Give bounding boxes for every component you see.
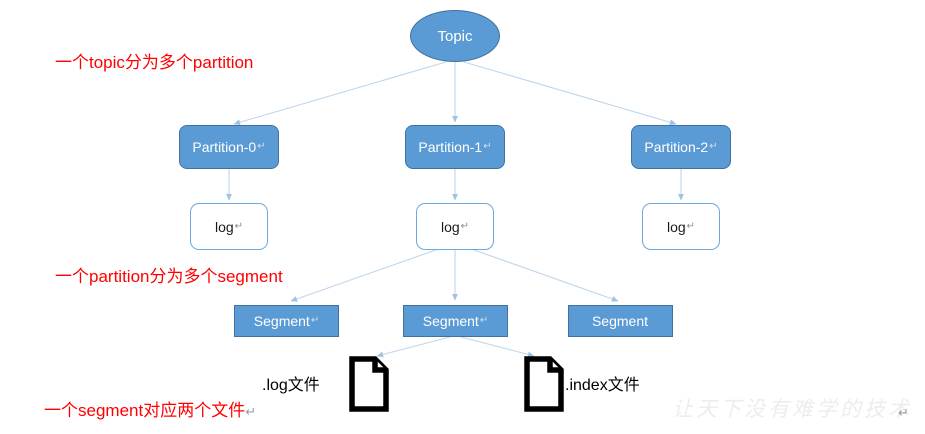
node-log-0-label: log [214, 218, 234, 235]
note-topic-partition: 一个topic分为多个partition [55, 48, 253, 73]
node-segment-2[interactable]: Segment [568, 305, 673, 337]
node-topic-label: Topic [437, 27, 473, 45]
note-topic-partition-text: 一个topic分为多个partition [55, 53, 254, 72]
node-partition-2-label: Partition-2 [644, 139, 709, 155]
node-partition-2[interactable]: Partition-2 ↵ [631, 125, 731, 169]
note-segment-files-ret: ↵ [245, 404, 257, 419]
node-segment-1-label: Segment [422, 313, 479, 329]
edge-segment1-logfile [376, 336, 451, 358]
edge-log1-segment-0 [290, 244, 451, 302]
index-file-icon[interactable] [524, 356, 564, 412]
node-topic[interactable]: Topic [410, 10, 500, 62]
node-partition-1-label: Partition-1 [418, 139, 483, 155]
note-segment-files: 一个segment对应两个文件↵ [44, 396, 256, 421]
node-log-2-tail: ↵ [686, 220, 696, 232]
node-partition-0-label: Partition-0 [192, 139, 257, 155]
node-log-0[interactable]: log ↵ [190, 203, 268, 250]
edge-segment1-indexfile [460, 336, 535, 358]
indexfile-label: .index文件 [565, 377, 640, 394]
node-segment-0[interactable]: Segment ↵ [234, 305, 339, 337]
note-partition-segment-text: 一个partition分为多个segment [55, 267, 283, 286]
node-segment-2-label: Segment [591, 313, 649, 329]
node-log-2[interactable]: log ↵ [642, 203, 720, 250]
node-segment-1[interactable]: Segment ↵ [403, 305, 508, 337]
watermark-text: 让天下没有难学的技术 [672, 397, 912, 421]
edge-topic-partition-2 [463, 61, 677, 126]
note-segment-files-text: 一个segment对应两个文件 [44, 401, 246, 420]
node-partition-1[interactable]: Partition-1 ↵ [405, 125, 505, 169]
edge-topic-partition-0 [233, 61, 447, 126]
node-log-0-tail: ↵ [234, 220, 244, 232]
node-partition-0-tail: ↵ [257, 141, 266, 152]
log-file-icon[interactable] [349, 356, 389, 412]
node-partition-1-tail: ↵ [483, 141, 492, 152]
logfile-label: .log文件 [262, 377, 320, 394]
edge-log1-segment-2 [459, 244, 619, 302]
node-partition-2-tail: ↵ [709, 141, 718, 152]
node-segment-0-tail: ↵ [310, 315, 320, 326]
node-log-2-label: log [666, 218, 686, 235]
node-log-1[interactable]: log ↵ [416, 203, 494, 250]
node-segment-1-tail: ↵ [479, 315, 489, 326]
corner-return-mark: ↵ [898, 405, 909, 420]
node-log-1-tail: ↵ [460, 220, 470, 232]
node-segment-0-label: Segment [253, 313, 310, 329]
note-partition-segment: 一个partition分为多个segment [55, 262, 283, 287]
node-log-1-label: log [440, 218, 460, 235]
node-partition-0[interactable]: Partition-0 ↵ [179, 125, 279, 169]
